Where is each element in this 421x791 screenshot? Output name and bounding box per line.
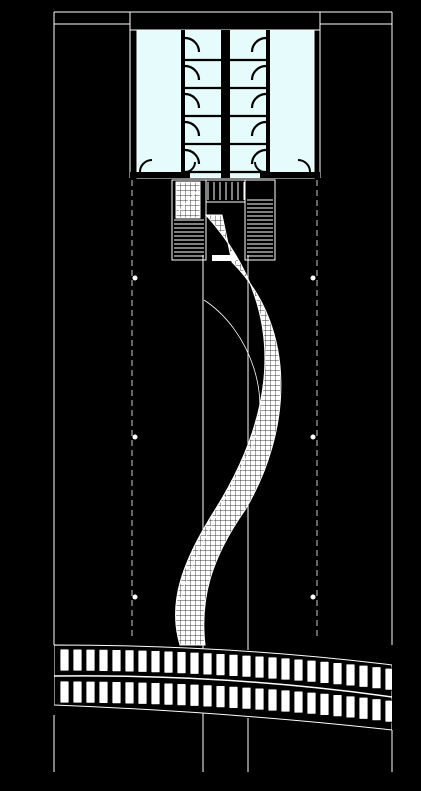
conveyor-slat	[228, 653, 239, 677]
conveyor-slat	[85, 680, 96, 704]
conveyor-slat	[358, 696, 369, 720]
stall-door-swing	[184, 92, 201, 109]
conveyor-slat	[202, 652, 213, 676]
conveyor-slat	[150, 682, 161, 706]
conveyor-band	[54, 644, 392, 731]
site-boundary	[53, 11, 393, 772]
stall-door-swing	[184, 64, 201, 81]
conveyor-slat	[371, 666, 382, 690]
stall-door-swing	[184, 120, 201, 137]
conveyor-slat	[72, 680, 83, 704]
conveyor-slat	[241, 654, 252, 678]
conveyor-slat	[124, 649, 135, 673]
conveyor-slat	[98, 680, 109, 704]
conveyor-slat	[306, 659, 317, 683]
conveyor-slat	[189, 683, 200, 707]
conveyor-slat	[176, 651, 187, 675]
stall-door-swing	[250, 148, 267, 165]
conveyor-slat	[319, 660, 330, 684]
conveyor-slat	[280, 657, 291, 681]
conveyor-slat	[293, 690, 304, 714]
stall-door-swing	[184, 148, 201, 165]
conveyor-slat	[59, 648, 70, 672]
conveyor-slat	[137, 649, 148, 673]
conveyor-slat	[163, 650, 174, 674]
conveyor-slat	[137, 681, 148, 705]
conveyor-slat	[384, 667, 392, 691]
conveyor-slat	[241, 686, 252, 710]
conveyor-slat	[72, 648, 83, 672]
column-markers	[132, 275, 316, 600]
conveyor-slat	[111, 681, 122, 704]
conveyor-slat	[124, 681, 135, 705]
conveyor-slat	[254, 687, 265, 711]
conveyor-slat	[267, 656, 278, 680]
conveyor-slat	[345, 695, 356, 719]
conveyor-slat	[215, 685, 226, 708]
conveyor-slat	[345, 663, 356, 687]
conveyor-slat	[150, 650, 161, 674]
conveyor-slat	[332, 662, 343, 686]
conveyor-slat	[215, 653, 226, 676]
stall-door-swing	[184, 36, 201, 53]
conveyor-slat	[98, 648, 109, 672]
conveyor-slat	[228, 685, 239, 709]
conveyor-slat	[371, 698, 382, 722]
conveyor-slat	[59, 680, 70, 704]
stall-door-swing	[250, 92, 267, 109]
stall-door-swing	[250, 64, 267, 81]
curved-ramp	[175, 214, 282, 646]
conveyor-slat	[254, 655, 265, 679]
conveyor-slat	[202, 684, 213, 708]
restroom-block	[129, 29, 321, 179]
conveyor-slat	[384, 699, 392, 723]
conveyor-slat	[267, 688, 278, 712]
conveyor-slat	[85, 648, 96, 672]
column-grid-lines	[131, 180, 318, 640]
conveyor-slat	[176, 683, 187, 707]
conveyor-slat	[111, 649, 122, 672]
conveyor-slat	[293, 658, 304, 682]
conveyor-slat	[358, 664, 369, 688]
conveyor-slat	[332, 694, 343, 718]
conveyor-slat	[306, 691, 317, 715]
stall-door-swing	[250, 120, 267, 137]
conveyor-slat	[319, 692, 330, 716]
stair-core	[171, 179, 276, 261]
conveyor-slat	[280, 689, 291, 713]
conveyor-slat	[163, 682, 174, 706]
stall-door-swing	[250, 36, 267, 53]
conveyor-slat	[189, 651, 200, 675]
